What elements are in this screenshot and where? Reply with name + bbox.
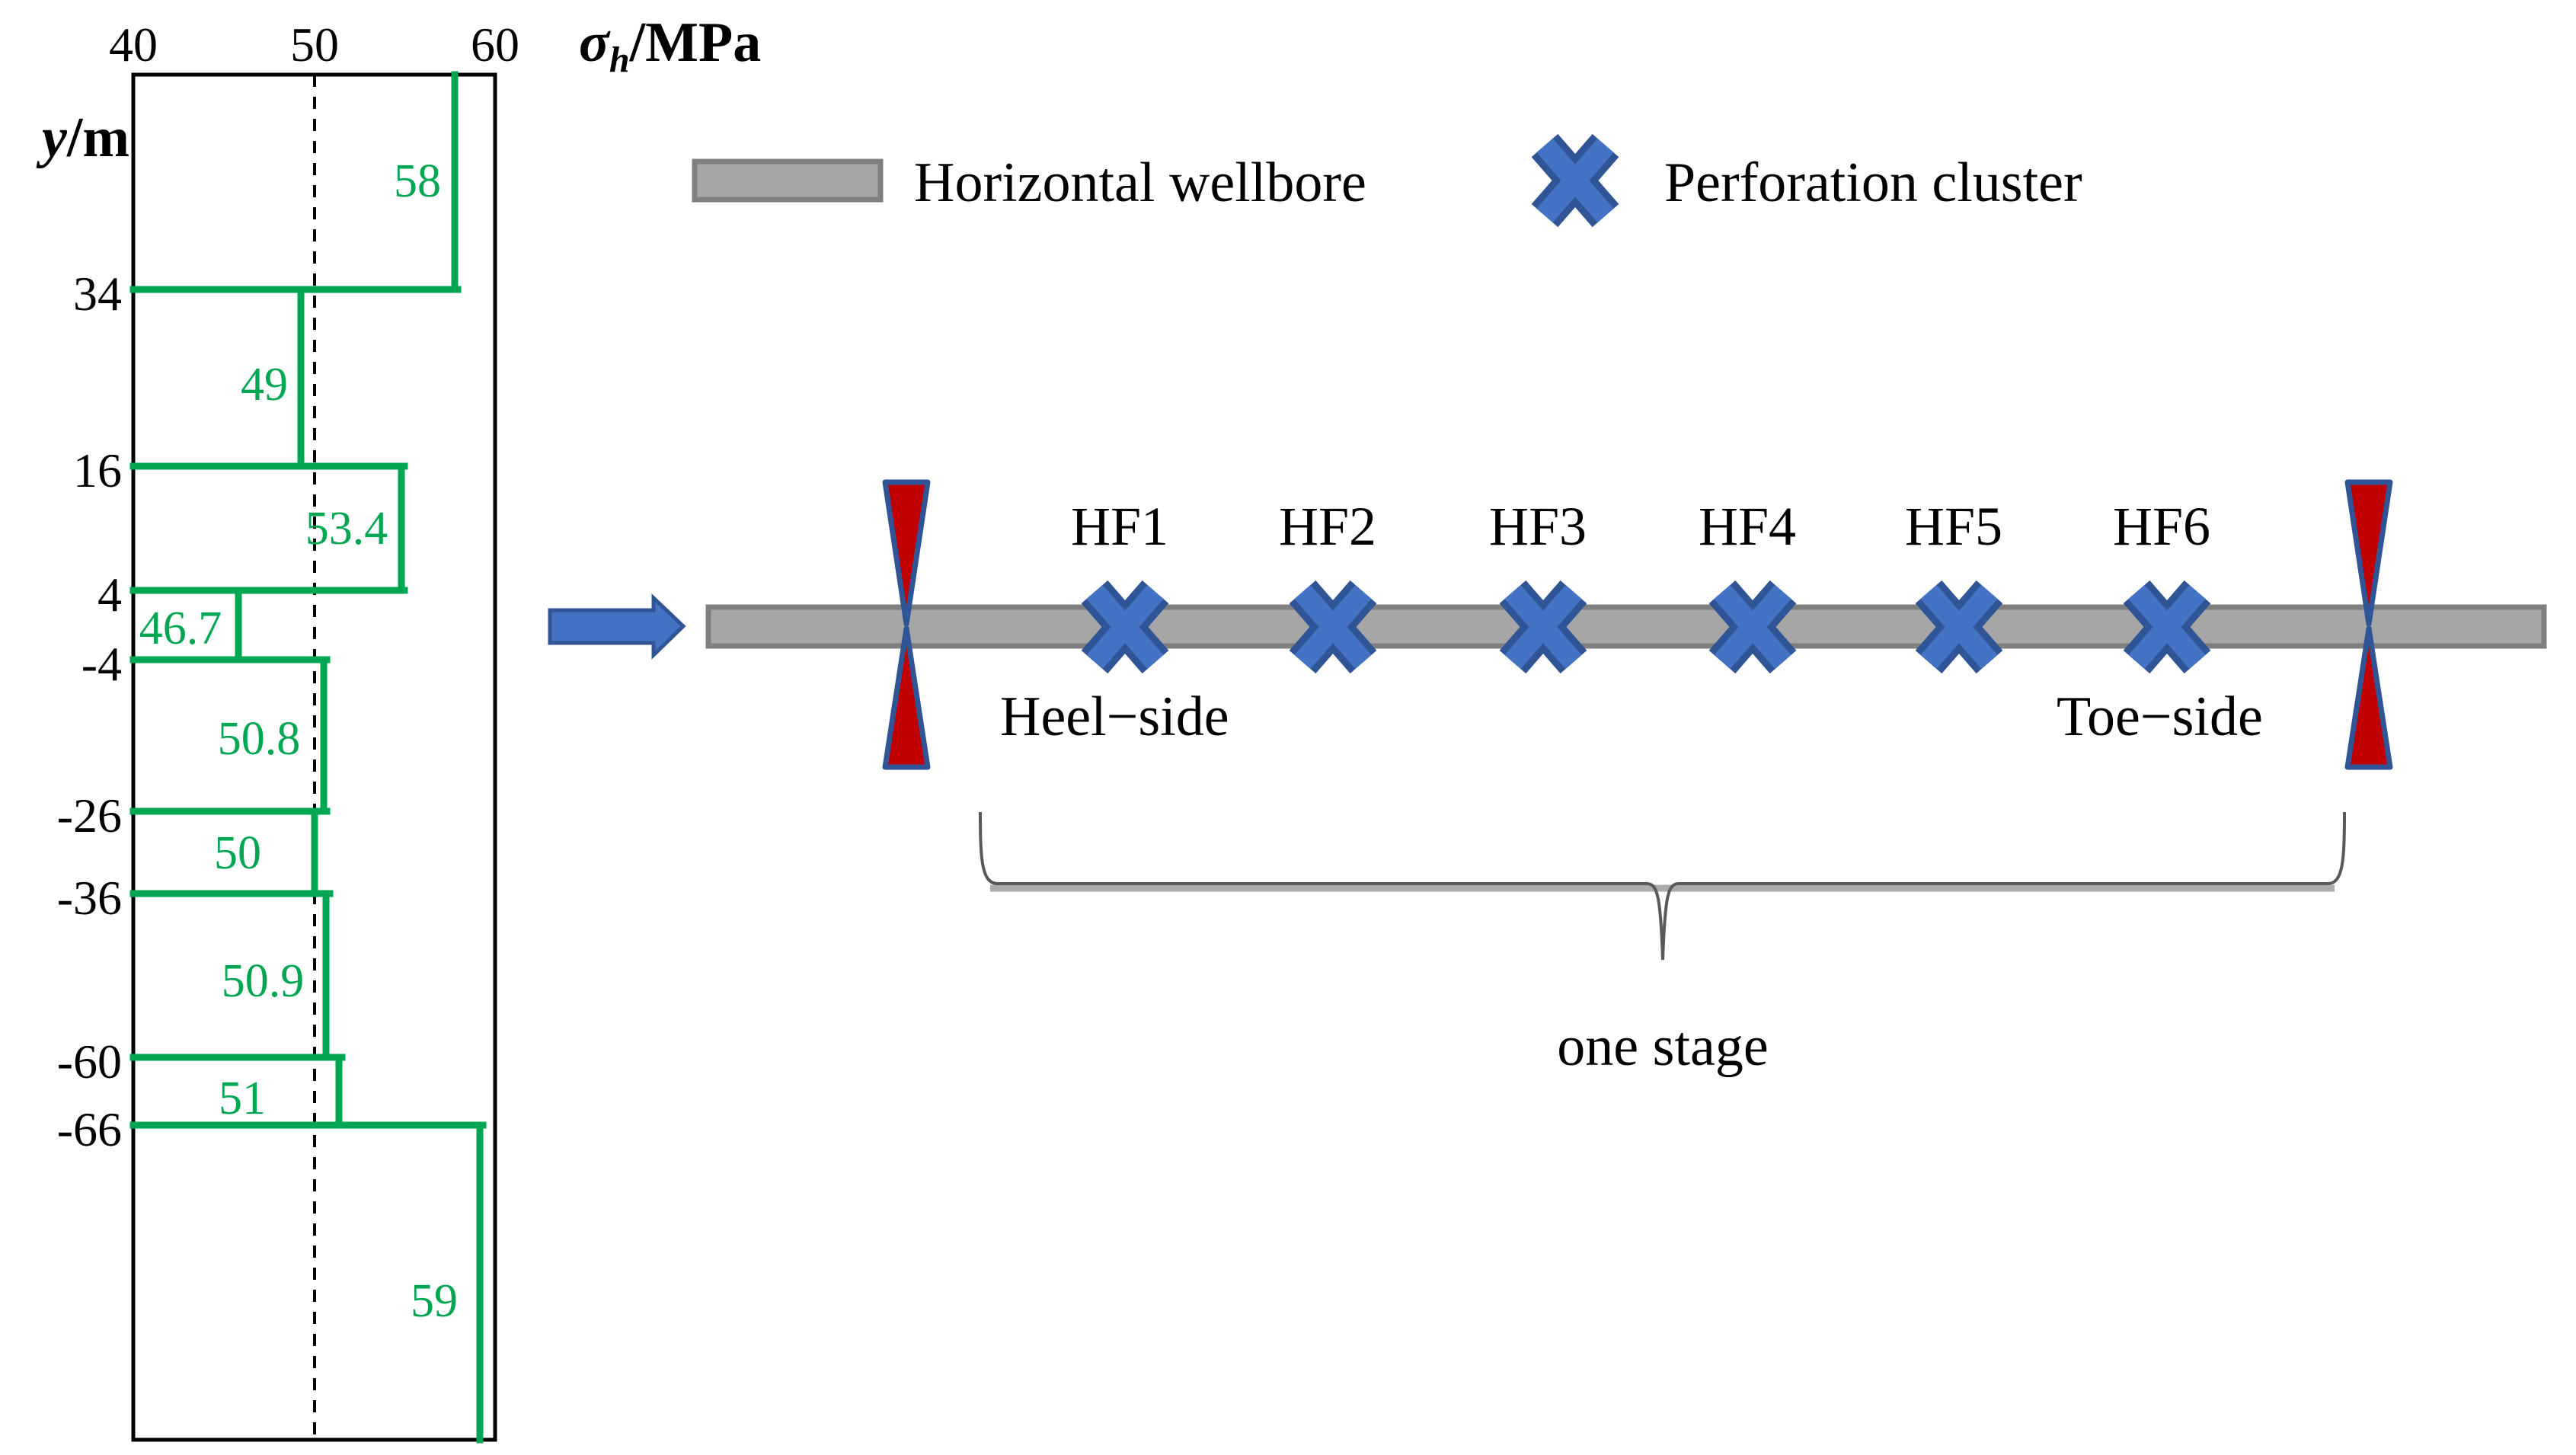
y-axis-unit: /m bbox=[66, 107, 129, 169]
y-tick-n4: -4 bbox=[81, 637, 122, 691]
x-axis-unit: /MPa bbox=[629, 11, 762, 74]
stress-step-line bbox=[129, 71, 487, 1444]
y-tick-n60: -60 bbox=[57, 1034, 122, 1089]
layer-value-59: 59 bbox=[411, 1275, 458, 1327]
layer-value-51: 51 bbox=[219, 1073, 266, 1124]
cluster-label-hf5: HF5 bbox=[1905, 496, 2002, 557]
perforation-cluster-hf4 bbox=[1722, 592, 1783, 662]
perforation-cluster-hf6 bbox=[2137, 592, 2197, 662]
x-axis-title: σh/MPa bbox=[579, 11, 761, 80]
legend-wellbore-swatch bbox=[692, 158, 884, 203]
cluster-label-hf2: HF2 bbox=[1279, 496, 1376, 557]
perforation-cluster-hf1 bbox=[1095, 592, 1155, 662]
layer-value-50-9: 50.9 bbox=[222, 955, 305, 1007]
y-tick-n26: -26 bbox=[57, 788, 122, 843]
legend-wellbore-label: Horizontal wellbore bbox=[914, 152, 1366, 214]
y-tick-n66: -66 bbox=[57, 1102, 122, 1156]
x-tick-50: 50 bbox=[290, 18, 339, 72]
wellbore-bar bbox=[705, 604, 2547, 649]
stage-brace-icon bbox=[979, 811, 2346, 961]
cluster-label-hf1: HF1 bbox=[1071, 496, 1168, 557]
layer-value-58: 58 bbox=[394, 155, 441, 207]
legend: Horizontal wellbore Perforation cluster bbox=[692, 146, 2082, 216]
y-tick-4: 4 bbox=[97, 568, 122, 622]
layer-value-49: 49 bbox=[241, 359, 288, 411]
y-axis-var: y bbox=[36, 107, 68, 169]
heel-side-label: Heel−side bbox=[1000, 686, 1229, 748]
x-axis-sigma-sub: h bbox=[609, 40, 630, 80]
y-tick-n36: -36 bbox=[57, 871, 122, 925]
layer-value-46-7: 46.7 bbox=[139, 603, 222, 654]
wellbore-diagram: HF1 HF2 HF3 HF4 HF5 HF6 Heel−side Toe−si… bbox=[548, 482, 2547, 1078]
stage-label: one stage bbox=[1557, 1015, 1768, 1078]
flow-arrow-icon bbox=[548, 593, 686, 660]
layer-value-50-8: 50.8 bbox=[218, 713, 301, 765]
legend-perforation-icon bbox=[1545, 146, 1606, 216]
y-tick-16: 16 bbox=[73, 443, 122, 497]
y-tick-34: 34 bbox=[73, 267, 122, 321]
perforation-cluster-hf5 bbox=[1929, 592, 1990, 662]
x-tick-40: 40 bbox=[109, 18, 158, 72]
y-axis-title: y/m bbox=[36, 107, 129, 169]
cluster-label-hf4: HF4 bbox=[1699, 496, 1796, 557]
perforation-cluster-hf2 bbox=[1302, 592, 1363, 662]
legend-perforation-label: Perforation cluster bbox=[1664, 152, 2082, 214]
x-tick-60: 60 bbox=[471, 18, 519, 72]
toe-side-label: Toe−side bbox=[2057, 686, 2263, 748]
cluster-label-hf6: HF6 bbox=[2113, 496, 2210, 557]
x-axis-sigma: σ bbox=[579, 11, 611, 74]
perforation-cluster-hf3 bbox=[1513, 592, 1574, 662]
layer-value-50: 50 bbox=[214, 827, 261, 879]
layer-value-53-4: 53.4 bbox=[305, 503, 388, 555]
cluster-label-hf3: HF3 bbox=[1489, 496, 1587, 557]
stress-profile-chart: 40 50 60 σh/MPa y/m 34 16 4 -4 -26 -36 -… bbox=[36, 11, 761, 1444]
